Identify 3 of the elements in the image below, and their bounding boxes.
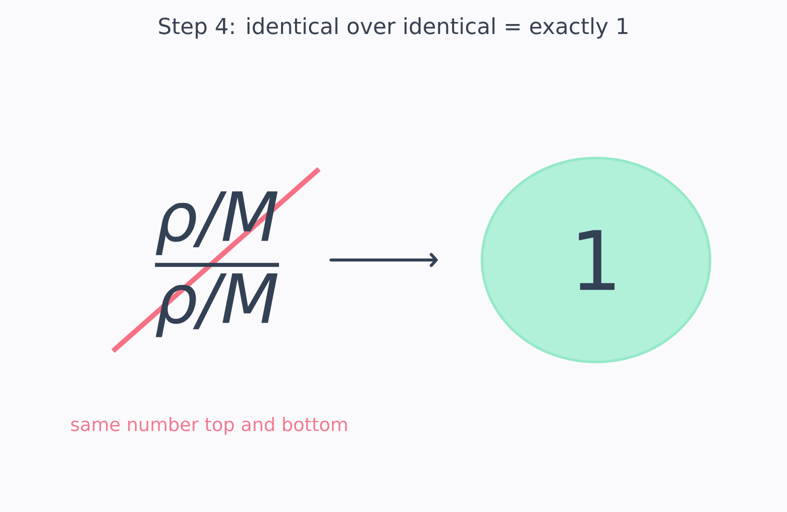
title: Step 4: identical over identical = exactly 1 [159,17,628,39]
arrow [330,253,438,267]
note-text: same number top and bottom [71,416,347,435]
